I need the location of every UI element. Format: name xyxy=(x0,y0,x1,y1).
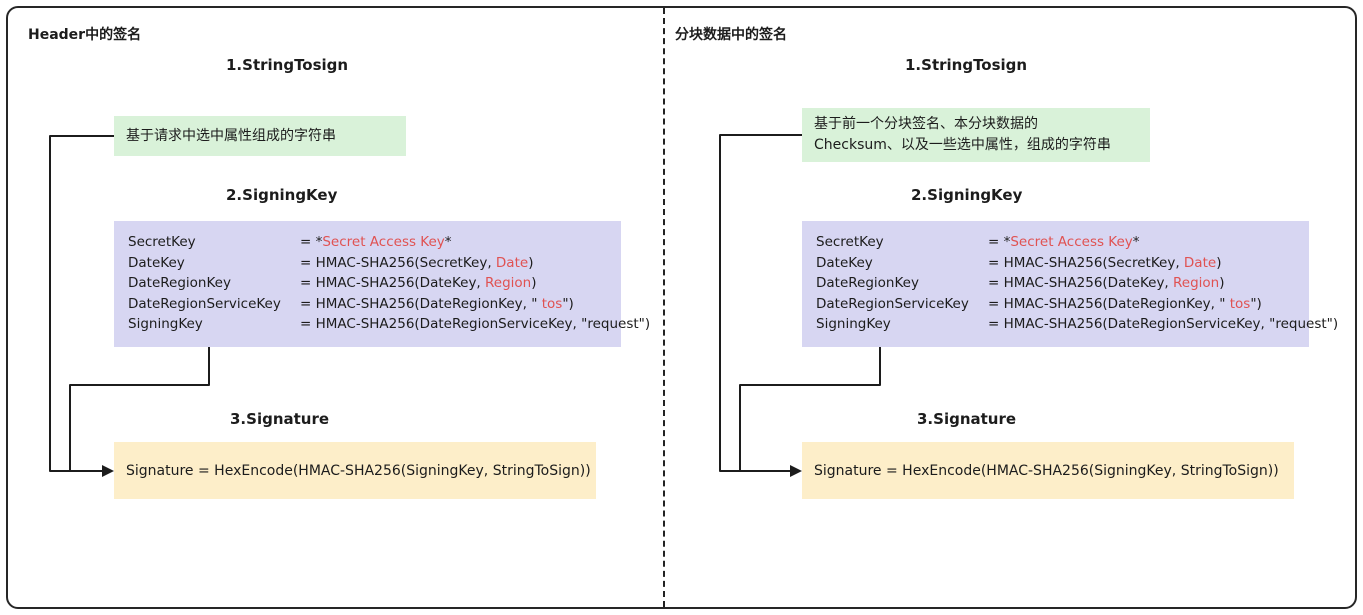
code-pre: = HMAC-SHA256(SecretKey, xyxy=(988,254,1184,271)
code-key: DateRegionServiceKey xyxy=(816,295,969,312)
panel-divider xyxy=(663,8,665,607)
code-line: DateKey = HMAC-SHA256(SecretKey, Date) xyxy=(816,253,1295,274)
panel-header-signature: Header中的签名 1.StringTosign 基于请求中选中属性组成的字符… xyxy=(8,8,663,607)
signature-formula: Signature = HexEncode(HMAC-SHA256(Signin… xyxy=(126,462,591,479)
string-to-sign-line1: 基于请求中选中属性组成的字符串 xyxy=(126,127,336,144)
string-to-sign-box: 基于请求中选中属性组成的字符串 xyxy=(114,116,406,156)
code-post: * xyxy=(444,234,452,250)
code-pre: = HMAC-SHA256(DateRegionServiceKey, "req… xyxy=(300,316,651,332)
code-value: = HMAC-SHA256(DateRegionServiceKey, "req… xyxy=(988,314,1338,335)
code-key: DateKey xyxy=(816,254,873,271)
code-key: DateRegionKey xyxy=(128,275,231,291)
code-red: tos xyxy=(1229,295,1251,312)
code-key: SecretKey xyxy=(128,234,196,250)
arrow-stringtosign-to-signature xyxy=(49,135,115,472)
code-red: Date xyxy=(495,254,529,271)
code-pre: = HMAC-SHA256(DateKey, xyxy=(988,275,1174,291)
code-pre: = * xyxy=(300,234,323,250)
code-value: = HMAC-SHA256(DateRegionKey, " tos") xyxy=(300,294,607,315)
step1-heading: 1.StringTosign xyxy=(226,56,349,74)
code-value: = HMAC-SHA256(SecretKey, Date) xyxy=(300,253,607,274)
code-value: = HMAC-SHA256(DateRegionServiceKey, "req… xyxy=(300,314,650,335)
code-key: SigningKey xyxy=(128,316,203,332)
code-red: tos xyxy=(541,295,563,312)
panel-title: 分块数据中的签名 xyxy=(675,27,787,43)
code-line: SecretKey = *Secret Access Key* xyxy=(128,232,607,253)
arrowhead-icon xyxy=(790,465,802,477)
panel-chunk-signature: 分块数据中的签名 1.StringTosign 基于前一个分块签名、本分块数据的… xyxy=(665,8,1355,607)
code-red: Region xyxy=(1173,275,1220,291)
arrowhead-icon xyxy=(102,465,114,477)
code-line: DateKey = HMAC-SHA256(SecretKey, Date) xyxy=(128,253,607,274)
code-pre: = HMAC-SHA256(SecretKey, xyxy=(300,254,496,271)
code-post: ") xyxy=(562,295,574,312)
code-line: SigningKey = HMAC-SHA256(DateRegionServi… xyxy=(816,314,1338,335)
code-post: ) xyxy=(1219,275,1225,291)
code-red: Region xyxy=(485,275,532,291)
diagram-frame: Header中的签名 1.StringTosign 基于请求中选中属性组成的字符… xyxy=(6,6,1357,609)
arrow-stringtosign-to-signature xyxy=(719,134,803,472)
code-value: = *Secret Access Key* xyxy=(988,232,1295,253)
code-post: ) xyxy=(531,275,537,291)
code-value: = HMAC-SHA256(DateRegionKey, " tos") xyxy=(988,294,1295,315)
code-pre: = HMAC-SHA256(DateKey, xyxy=(300,275,486,291)
string-to-sign-box: 基于前一个分块签名、本分块数据的 Checksum、以及一些选中属性，组成的字符… xyxy=(802,108,1150,162)
code-red: Secret Access Key xyxy=(322,234,445,250)
step2-heading: 2.SigningKey xyxy=(226,186,338,204)
code-red: Secret Access Key xyxy=(1010,234,1133,250)
code-line: SecretKey = *Secret Access Key* xyxy=(816,232,1295,253)
code-line: SigningKey = HMAC-SHA256(DateRegionServi… xyxy=(128,314,650,335)
signature-box: Signature = HexEncode(HMAC-SHA256(Signin… xyxy=(802,442,1294,499)
code-line: DateRegionKey = HMAC-SHA256(DateKey, Reg… xyxy=(128,273,607,294)
code-line: DateRegionServiceKey = HMAC-SHA256(DateR… xyxy=(816,294,1295,315)
code-post: ) xyxy=(1216,254,1222,271)
code-value: = HMAC-SHA256(DateKey, Region) xyxy=(300,273,607,294)
string-to-sign-line1: 基于前一个分块签名、本分块数据的 xyxy=(814,116,1038,132)
code-key: SigningKey xyxy=(816,316,891,332)
code-red: Date xyxy=(1183,254,1217,271)
code-key: DateRegionKey xyxy=(816,275,919,291)
code-line: DateRegionServiceKey = HMAC-SHA256(DateR… xyxy=(128,294,607,315)
code-value: = *Secret Access Key* xyxy=(300,232,607,253)
code-pre: = HMAC-SHA256(DateRegionKey, " xyxy=(300,295,542,312)
step1-heading: 1.StringTosign xyxy=(905,56,1028,74)
code-pre: = HMAC-SHA256(DateRegionKey, " xyxy=(988,295,1230,312)
code-key: SecretKey xyxy=(816,234,884,250)
signing-key-box: SecretKey = *Secret Access Key* DateKey … xyxy=(114,221,650,347)
code-post: ") xyxy=(1250,295,1262,312)
step2-heading: 2.SigningKey xyxy=(911,186,1023,204)
string-to-sign-line2: Checksum、以及一些选中属性，组成的字符串 xyxy=(814,137,1111,153)
code-line: DateRegionKey = HMAC-SHA256(DateKey, Reg… xyxy=(816,273,1295,294)
code-value: = HMAC-SHA256(DateKey, Region) xyxy=(988,273,1295,294)
code-post: * xyxy=(1132,234,1140,250)
code-key: DateKey xyxy=(128,254,185,271)
code-pre: = * xyxy=(988,234,1011,250)
step3-heading: 3.Signature xyxy=(230,410,330,428)
code-pre: = HMAC-SHA256(DateRegionServiceKey, "req… xyxy=(988,316,1339,332)
signature-formula: Signature = HexEncode(HMAC-SHA256(Signin… xyxy=(814,462,1279,479)
code-value: = HMAC-SHA256(SecretKey, Date) xyxy=(988,253,1295,274)
signing-key-box: SecretKey = *Secret Access Key* DateKey … xyxy=(802,221,1338,347)
code-post: ) xyxy=(528,254,534,271)
code-key: DateRegionServiceKey xyxy=(128,295,281,312)
step3-heading: 3.Signature xyxy=(917,410,1017,428)
panel-title: Header中的签名 xyxy=(28,27,142,43)
signature-box: Signature = HexEncode(HMAC-SHA256(Signin… xyxy=(114,442,596,499)
